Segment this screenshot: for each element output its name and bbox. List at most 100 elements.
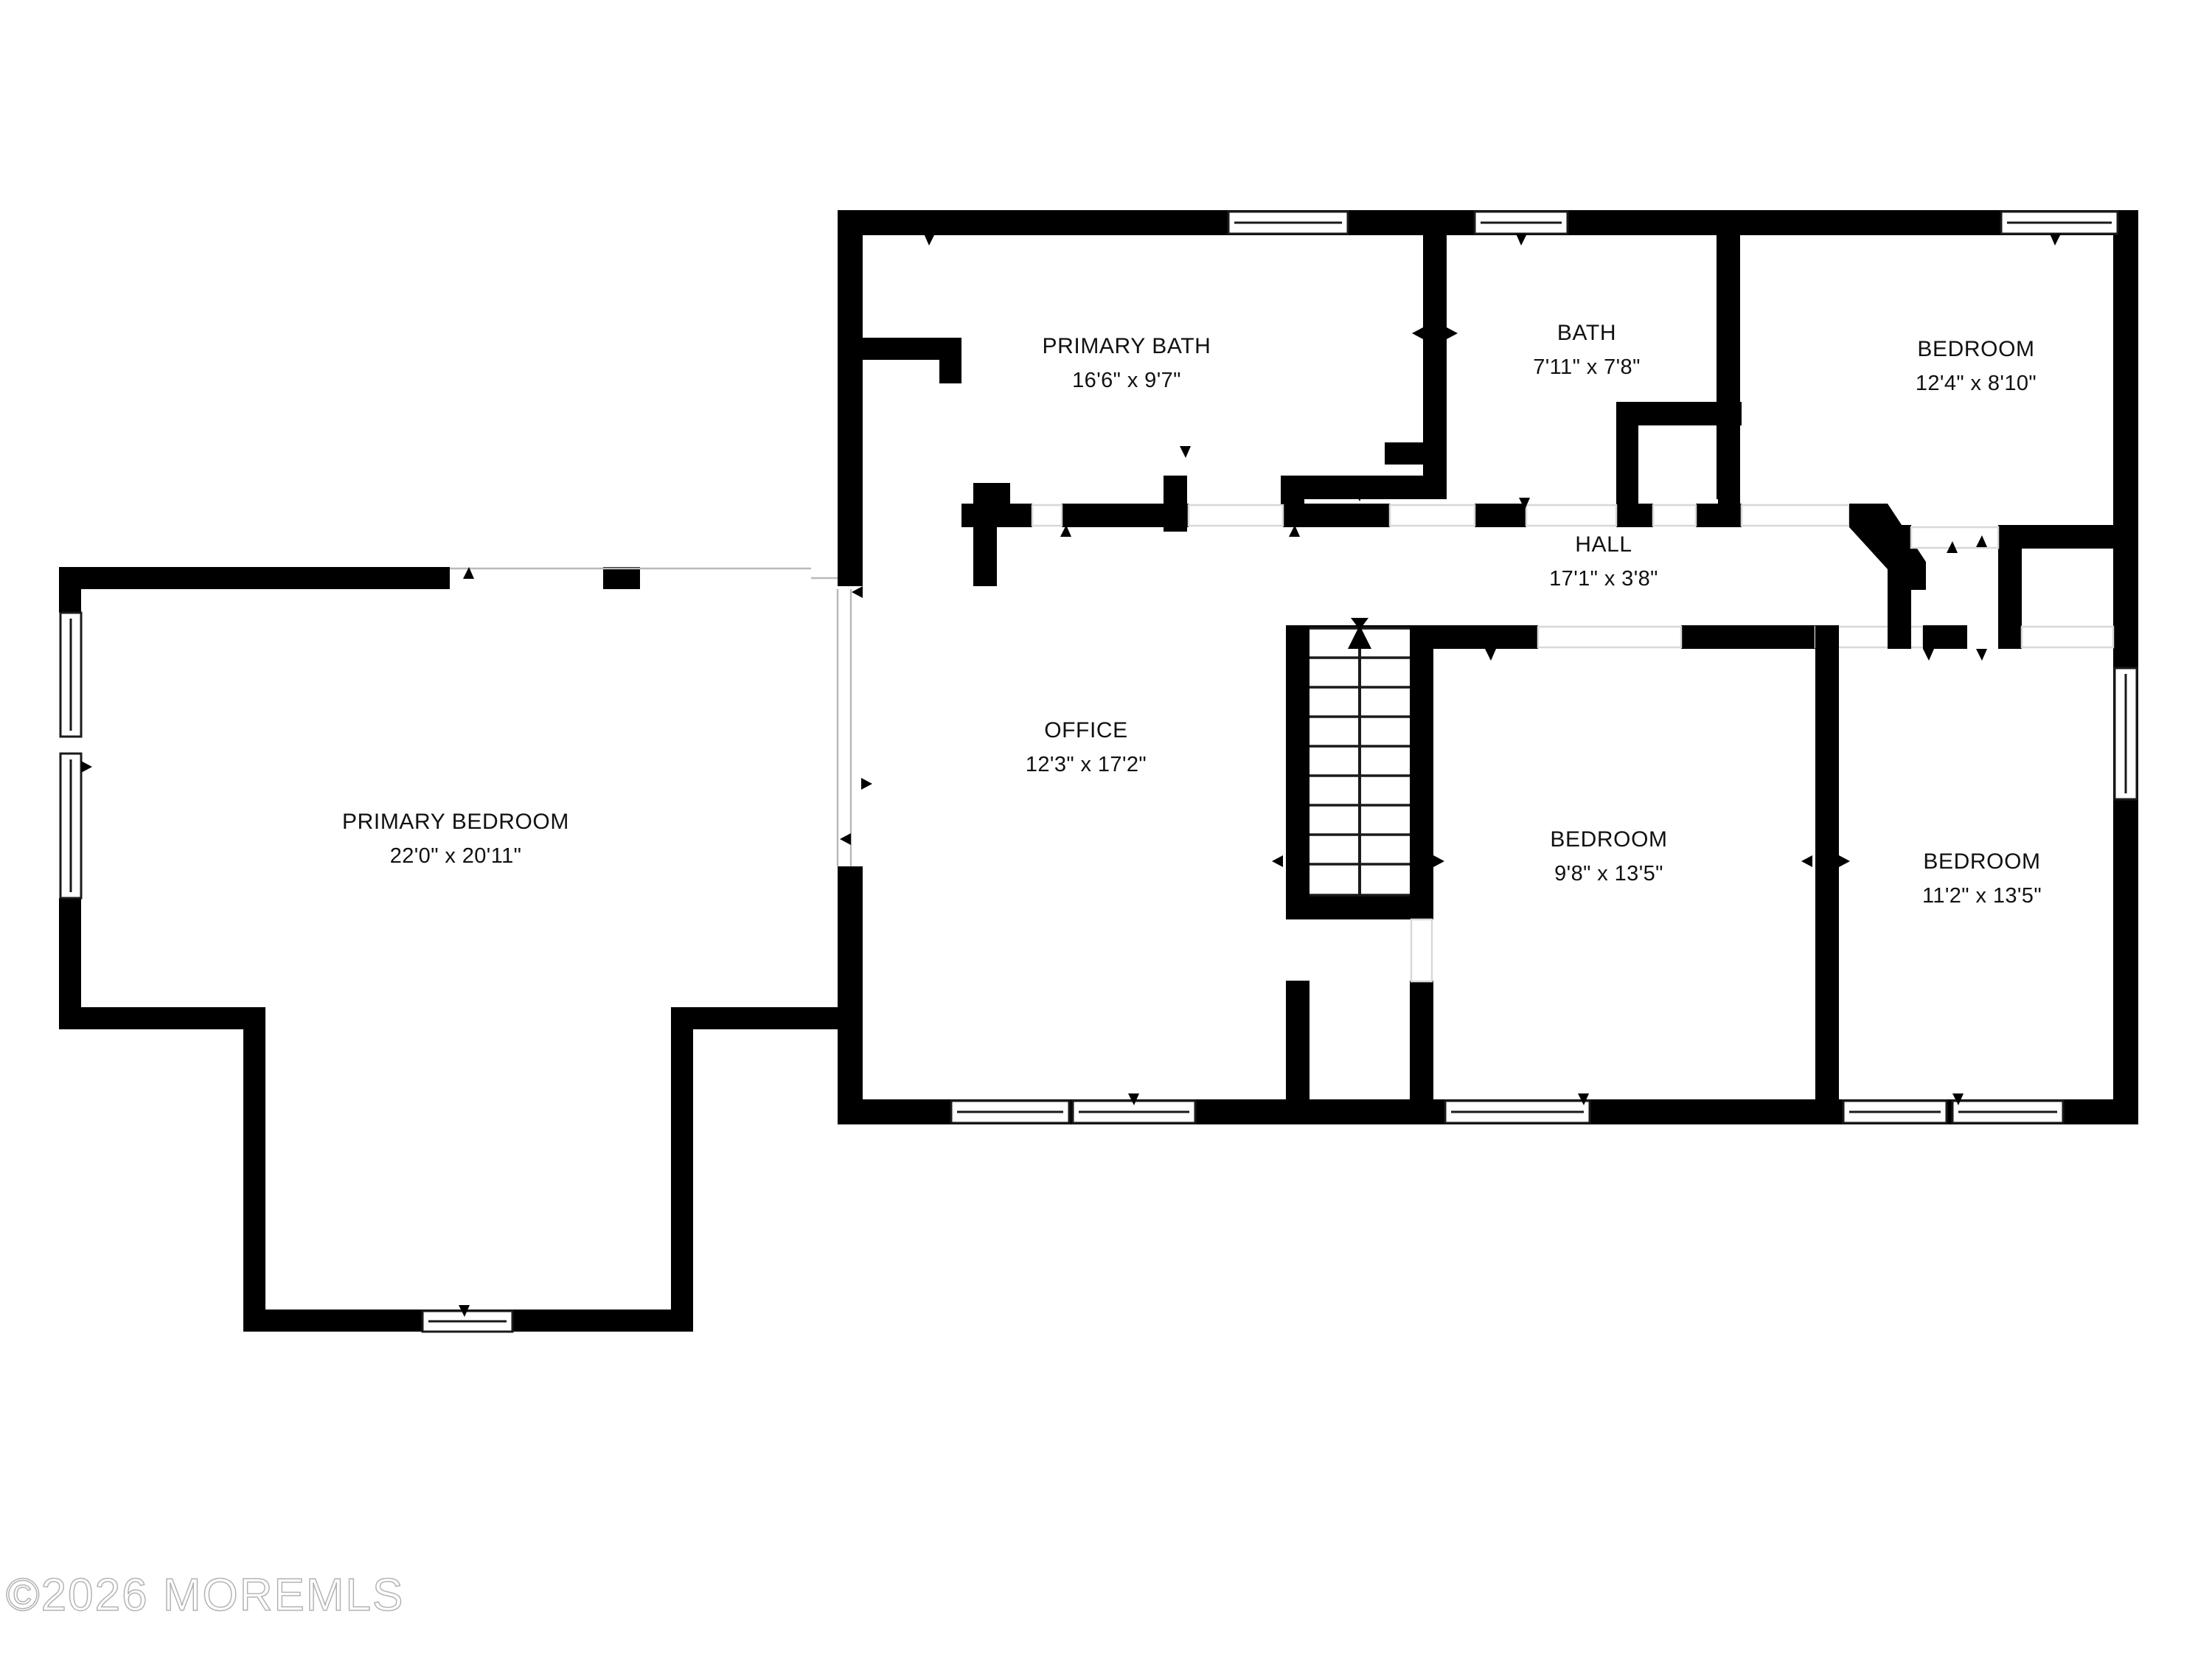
wall-primarybath-bottom-jog (1385, 442, 1447, 465)
marker-bedroom-right-w (1839, 855, 1850, 867)
marker-hall-s1 (1289, 525, 1300, 537)
marker-bedroom-front-e (2113, 324, 2124, 336)
room-dims-office: 12'3" x 17'2" (1026, 753, 1147, 776)
wall-hall-north-a (961, 504, 1032, 527)
hall-doorway-c (1388, 504, 1476, 527)
wall-pb-leg-left (243, 1007, 265, 1332)
wall-hall-south-c (1681, 625, 1815, 649)
marker-office-s (1128, 1093, 1139, 1105)
stair-up-arrow-icon (1348, 625, 1371, 649)
room-label-office: OFFICE 12'3" x 17'2" (1026, 718, 1147, 776)
copyright-watermark: ©2026 MOREMLS (5, 1569, 405, 1621)
room-dims-hall: 17'1" x 3'8" (1549, 567, 1658, 591)
marker-bedroom-right-e (2113, 855, 2124, 867)
marker-bedroom-mid-e (1801, 855, 1812, 867)
marker-pb-w (81, 761, 92, 773)
wall-closet-right-top (1998, 525, 2113, 549)
marker-hall-s2 (1060, 525, 1071, 537)
wall-pb-step-left (59, 1007, 265, 1029)
marker-closet-n2 (1947, 541, 1958, 553)
marker-pb-n (463, 567, 474, 579)
marker-bedroom-mid-n (1485, 649, 1496, 661)
room-dims-bedroom-right: 11'2" x 13'5" (1922, 884, 2042, 908)
room-label-hall: HALL 17'1" x 3'8" (1549, 532, 1658, 591)
wall-pb-top-stub (603, 567, 640, 589)
wall-hall-south-d (1923, 625, 1967, 649)
wall-office-right (1286, 625, 1310, 910)
window-bedroom-right-south-2 (1951, 1099, 2065, 1124)
wall-office-left-stub (973, 483, 997, 586)
marker-closet-small-s (1180, 446, 1191, 458)
marker-closet-s (1976, 649, 1987, 661)
room-name-bath: BATH (1557, 321, 1616, 345)
marker-office-e (1272, 855, 1283, 867)
marker-bath-n (1516, 234, 1527, 246)
hall-doorway-f (1740, 504, 1851, 527)
marker-bedroom-right-s (1952, 1093, 1964, 1105)
view-direction-markers (81, 234, 2124, 1317)
room-label-bath: BATH 7'11" x 7'8" (1533, 321, 1641, 379)
window-office-south (950, 1099, 1071, 1124)
room-dims-primary-bath: 16'6" x 9'7" (1072, 369, 1181, 392)
wall-stair-bottom (1286, 896, 1433, 919)
room-labels: PRIMARY BATH 16'6" x 9'7" BATH 7'11" x 7… (342, 321, 2042, 908)
hall-south-opening-a (1537, 625, 1683, 649)
closet-opening-right (2020, 625, 2115, 649)
windows (59, 210, 2138, 1333)
wall-office-right-lower (1286, 981, 1310, 1124)
room-name-primary-bath: PRIMARY BATH (1043, 334, 1211, 358)
window-bedroom-front-top (2000, 210, 2119, 235)
window-bedroom-mid-south (1444, 1099, 1591, 1124)
wall-stair-right (1410, 625, 1433, 917)
marker-primarybath-e (1412, 327, 1423, 339)
room-name-office: OFFICE (1044, 718, 1128, 742)
wall-left-main-upper (838, 210, 863, 586)
wall-primarybath-closet-leg (939, 338, 961, 383)
window-bath-top (1473, 210, 1569, 235)
room-dims-bedroom-mid: 9'8" x 13'5" (1554, 862, 1663, 886)
wall-pb-right-lower (838, 866, 863, 1029)
marker-closet-n (1976, 535, 1987, 547)
window-primary-bath-top (1227, 210, 1349, 235)
wall-hall-north-c (1283, 504, 1390, 527)
room-name-primary-bedroom: PRIMARY BEDROOM (342, 810, 569, 834)
interior-walls-top (838, 210, 1742, 586)
room-label-bedroom-right: BEDROOM 11'2" x 13'5" (1922, 849, 2042, 908)
marker-pb-s (459, 1305, 470, 1317)
wall-pb-step-right (671, 1007, 863, 1029)
wall-primarybath-bottom (1281, 476, 1447, 499)
marker-bath-e (1717, 324, 1728, 336)
stair-up-arrow-cap-icon (1351, 618, 1368, 630)
hall-doorway-e (1652, 504, 1697, 527)
wall-pb-leg-right (671, 1029, 693, 1332)
wall-pb-top (59, 567, 450, 589)
room-name-bedroom-front: BEDROOM (1917, 337, 2034, 361)
hall-doorway-a (1031, 504, 1063, 527)
marker-closet-e (1888, 582, 1899, 594)
room-label-bedroom-mid: BEDROOM 9'8" x 13'5" (1550, 827, 1667, 886)
wall-stair-right-lower (1410, 981, 1433, 1124)
room-name-bedroom-mid: BEDROOM (1550, 827, 1667, 852)
marker-primarybath-n (924, 234, 935, 246)
marker-primarybath-w (852, 327, 863, 339)
room-name-bedroom-right: BEDROOM (1923, 849, 2040, 874)
primary-bedroom-office-opening (450, 567, 852, 866)
room-dims-bath: 7'11" x 7'8" (1533, 355, 1641, 379)
window-bedroom-right-south (1842, 1099, 1948, 1124)
room-dims-bedroom-front: 12'4" x 8'10" (1916, 372, 2037, 395)
marker-office-w (861, 778, 872, 790)
interior-walls-bottom (1286, 625, 1839, 1124)
window-primary-bedroom-west-2 (59, 752, 83, 900)
wall-hall-north-f (1696, 504, 1742, 527)
marker-bedroom-front-n (2050, 234, 2061, 246)
marker-pb-right-w (852, 586, 863, 598)
marker-bedroom-w (1729, 369, 1740, 380)
room-label-primary-bedroom: PRIMARY BEDROOM 22'0" x 20'11" (342, 810, 569, 868)
marker-hall-n (1519, 498, 1530, 509)
window-primary-bedroom-south (421, 1310, 514, 1333)
marker-office-w2 (840, 833, 851, 845)
room-dims-primary-bedroom: 22'0" x 20'11" (390, 844, 522, 868)
marker-bedroom-right-n (1923, 649, 1934, 661)
